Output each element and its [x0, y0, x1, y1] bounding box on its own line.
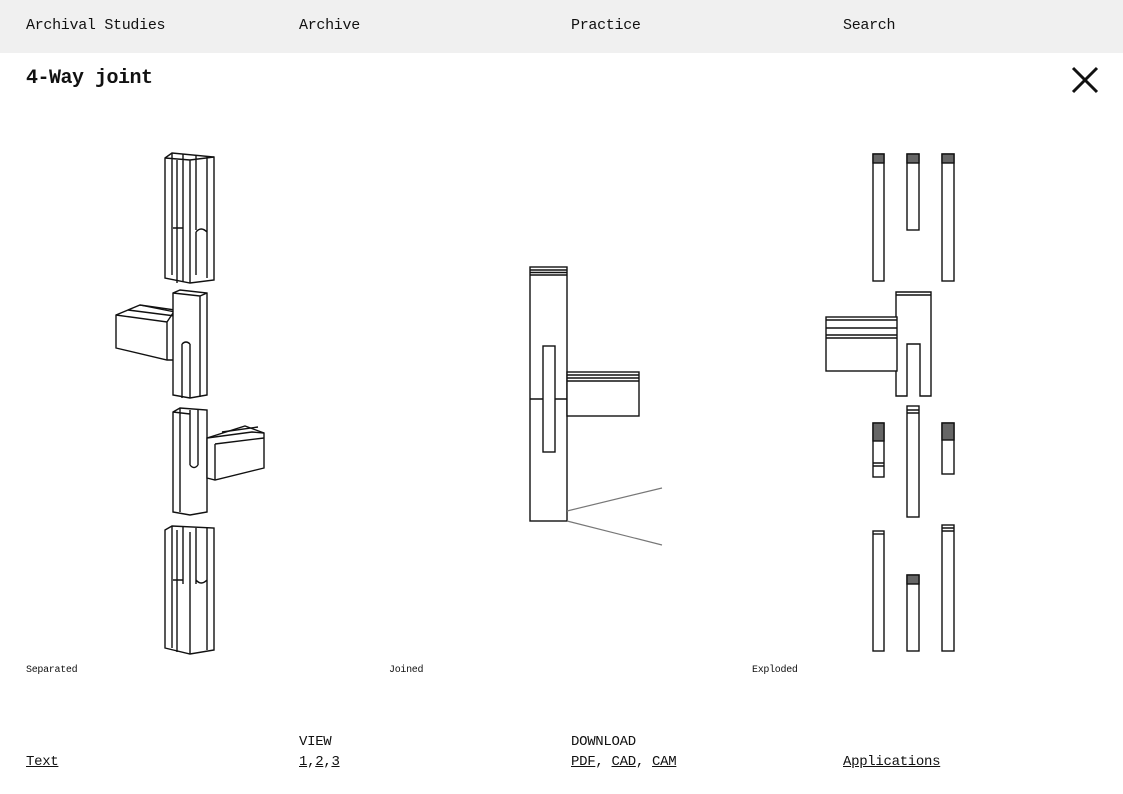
close-x-icon — [1071, 66, 1099, 94]
separated-piece-beam-right — [172, 407, 265, 516]
view-link-3[interactable]: 3 — [331, 754, 340, 770]
top-nav: Archival Studies Archive Practice Search — [0, 0, 1123, 53]
text-link[interactable]: Text — [26, 754, 59, 770]
download-label: DOWNLOAD — [571, 734, 636, 750]
nav-archive[interactable]: Archive — [299, 17, 360, 34]
applications-link[interactable]: Applications — [843, 754, 941, 770]
download-links: PDF, CAD, CAM — [571, 754, 677, 770]
caption-joined: Joined — [389, 665, 424, 676]
separated-piece-bottom — [164, 525, 215, 655]
nav-archival-studies[interactable]: Archival Studies — [26, 17, 166, 34]
download-cam-link[interactable]: CAM — [652, 754, 677, 770]
caption-exploded: Exploded — [752, 665, 798, 676]
view-link-1[interactable]: 1 — [299, 754, 308, 770]
nav-search[interactable]: Search — [843, 17, 896, 34]
page-title: 4-Way joint — [26, 67, 153, 90]
view-links: 1,2,3 — [299, 754, 340, 770]
download-cad-link[interactable]: CAD — [611, 754, 637, 770]
view-label: VIEW — [299, 734, 332, 750]
view-link-2[interactable]: 2 — [315, 754, 324, 770]
joined-drawing — [529, 266, 663, 546]
separated-piece-top — [164, 152, 215, 284]
separated-drawing — [115, 152, 265, 655]
exploded-drawing — [825, 153, 955, 652]
close-button[interactable] — [1070, 65, 1100, 95]
nav-practice[interactable]: Practice — [571, 17, 641, 34]
separated-piece-beam-left — [115, 289, 208, 399]
download-pdf-link[interactable]: PDF — [571, 754, 596, 770]
caption-separated: Separated — [26, 665, 78, 676]
